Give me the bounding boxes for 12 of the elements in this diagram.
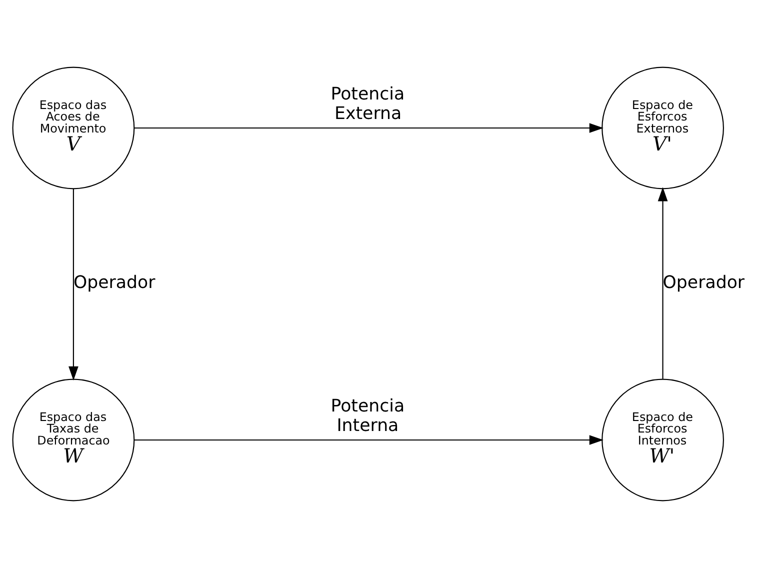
node-circle: Espaco das Acoes de Movimento V	[12, 66, 135, 189]
node-circle: Espaco de Esforcos Internos W'	[602, 378, 724, 501]
arrow	[134, 122, 604, 132]
edge-label: Potencia Interna	[330, 396, 405, 436]
edge-label: Operador	[73, 272, 156, 293]
edge-label: Potencia Externa	[330, 84, 405, 124]
node-circle: Espaco de Esforcos Externos V'	[602, 66, 724, 189]
edge-label: Operador	[662, 272, 745, 293]
arrow	[134, 434, 604, 444]
node-circle: Espaco das Taxas de Deformacao W	[12, 378, 135, 501]
arrow	[68, 188, 78, 380]
arrow	[658, 186, 668, 378]
